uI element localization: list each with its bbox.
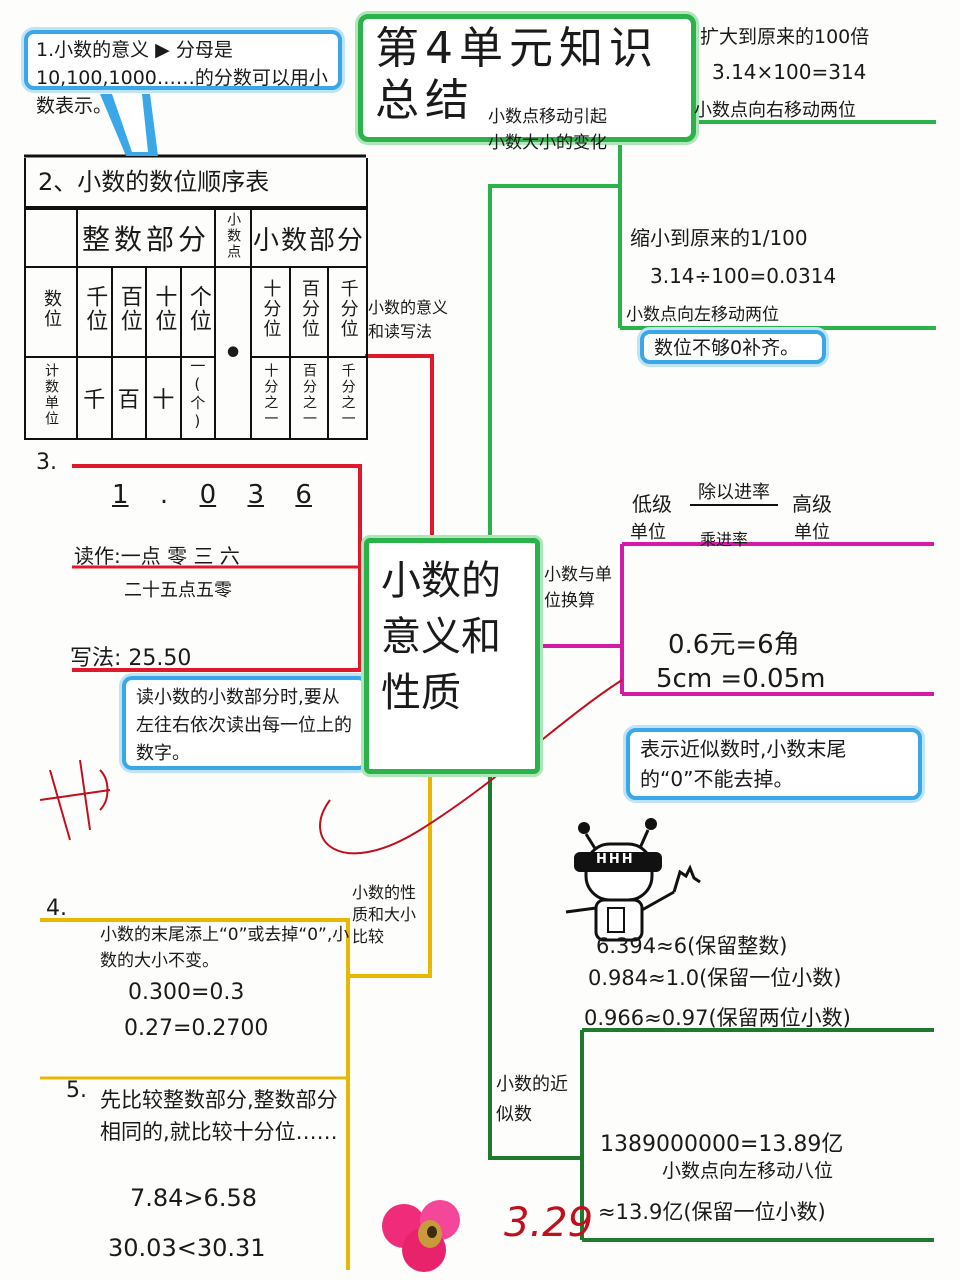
cell-thousandth-unit: 千分之一: [327, 356, 368, 440]
dec-part-header: 小数部分: [250, 208, 368, 268]
unit-eq-1: 0.6元=6角: [668, 630, 800, 660]
approx-note-text: 表示近似数时,小数末尾的“0”不能去掉。: [640, 737, 847, 791]
robot-illustration: [565, 818, 701, 942]
shrink-equation: 3.14÷100=0.0314: [650, 264, 837, 288]
cell-hundreds-place: 百位: [110, 266, 148, 358]
meaning-note-text: 1.小数的意义 ▶ 分母是10,100,1000……的分数可以用小数表示。: [36, 39, 328, 117]
point-header: 小数点: [214, 208, 253, 268]
cell-one-unit: 一(个): [179, 356, 217, 440]
section-4-text: 小数的末尾添上“0”或去掉“0”,小数的大小不变。: [100, 925, 350, 971]
cell-hundred-unit: 百: [110, 356, 148, 440]
shrink-label: 缩小到原来的1/100: [630, 226, 808, 250]
reading-tip-text: 读小数的小数部分时,要从左往右依次读出每一位上的数字。: [136, 687, 352, 764]
digit: 1: [112, 480, 129, 510]
robot-visor-text: HHH: [596, 852, 635, 867]
expand-equation: 3.14×100=314: [712, 60, 867, 84]
cell-ones-place: 个位: [179, 266, 217, 358]
table-grid: 整数部分 小数点 小数部分 数位 千位 百位 十位 个位 • 十分位 百分位 千…: [24, 208, 368, 440]
table-corner: [24, 208, 78, 268]
section-3-write: 写法: 25.50: [70, 646, 192, 671]
unit-eq-2: 5cm =0.05m: [656, 664, 826, 694]
unit-left: 单位: [630, 522, 666, 543]
approx-big-eq: 1389000000=13.89亿: [600, 1132, 844, 1157]
flower-sticker: [382, 1200, 460, 1272]
place-value-table: 2、小数的数位顺序表 整数部分 小数点 小数部分 数位 千位 百位 十位 个位 …: [24, 158, 368, 440]
cell-hundredths-place: 百分位: [288, 266, 330, 358]
center-topic: 小数的意义和性质: [364, 538, 540, 774]
approx-line-1: 6.394≈6(保留整数): [596, 934, 788, 958]
cell-decimal-point: •: [214, 266, 253, 440]
date-note: 3.29: [504, 1200, 594, 1246]
section-5-eq-1: 7.84>6.58: [130, 1184, 257, 1212]
expand-note: 小数点向右移动两位: [694, 100, 856, 121]
reading-tip-bubble: 读小数的小数部分时,要从左往右依次读出每一位上的数字。: [122, 676, 368, 770]
section-5-eq-2: 30.03<30.31: [108, 1234, 266, 1262]
approx-line-3: 0.966≈0.97(保留两位小数): [584, 1006, 851, 1030]
branch-label-property: 小数的性质和大小比较: [352, 883, 417, 946]
unit-high: 高级: [792, 492, 832, 516]
approx-round: ≈13.9亿(保留一位小数): [598, 1200, 826, 1224]
cell-hundredth-unit: 百分之一: [288, 356, 330, 440]
meaning-note: 1.小数的意义 ▶ 分母是10,100,1000……的分数可以用小数表示。: [24, 30, 342, 117]
digit: 0: [199, 480, 217, 510]
int-part-header: 整数部分: [75, 208, 217, 268]
digit: .: [159, 480, 169, 510]
fill-zero-text: 数位不够0补齐。: [654, 337, 800, 359]
branch-label-approx: 小数的近似数: [496, 1074, 568, 1125]
section-4-eq-2: 0.27=0.2700: [124, 1016, 269, 1041]
expand-label: 扩大到原来的100倍: [700, 26, 870, 48]
page-title: 第4单元知识总结: [375, 23, 659, 126]
unit-multiply: 乘进率: [700, 530, 749, 549]
section-3-number: 3.: [36, 450, 57, 475]
cell-thousand-unit: 千: [76, 356, 113, 440]
approx-big-note: 小数点向左移动八位: [662, 1160, 834, 1182]
branch-label-move: 小数点移动引起小数大小的变化: [488, 107, 607, 153]
unit-divide: 除以进率: [690, 478, 778, 506]
unit-low: 低级: [632, 492, 672, 516]
digit: 6: [295, 480, 312, 510]
cell-thousandths-place: 千分位: [327, 266, 368, 358]
cell-tenths-place: 十分位: [250, 266, 291, 358]
section-4-number: 4.: [46, 896, 67, 921]
digit: 3: [247, 480, 265, 510]
section-3-digits: 1 . 0 3 6: [112, 480, 312, 510]
center-topic-text: 小数的意义和性质: [381, 558, 501, 716]
section-5-text: 先比较整数部分,整数部分相同的,就比较十分位……: [100, 1088, 338, 1144]
row-label-position: 数位: [24, 266, 78, 358]
shrink-note: 小数点向左移动两位: [626, 305, 779, 325]
approx-note-bubble: 表示近似数时,小数末尾的“0”不能去掉。: [626, 728, 922, 800]
approx-line-2: 0.984≈1.0(保留一位小数): [588, 966, 842, 990]
fill-zero-bubble: 数位不够0补齐。: [640, 330, 826, 364]
cell-thousands-place: 千位: [76, 266, 113, 358]
unit-right: 单位: [794, 522, 830, 543]
cell-tens-place: 十位: [145, 266, 182, 358]
branch-label-unit: 小数与单位换算: [544, 565, 612, 611]
section-5-number: 5.: [66, 1078, 87, 1103]
section-3-read-2: 二十五点五零: [124, 580, 232, 601]
section-3-read: 读作:一点 零 三 六: [74, 544, 240, 568]
cell-tenth-unit: 十分之一: [250, 356, 291, 440]
page-title-box: 第4单元知识总结: [358, 14, 696, 142]
table-heading: 2、小数的数位顺序表: [24, 158, 368, 208]
cell-ten-unit: 十: [145, 356, 182, 440]
row-label-unit: 计数单位: [24, 356, 78, 440]
branch-label-meaning: 小数的意义和读写法: [368, 298, 449, 341]
section-4-eq-1: 0.300=0.3: [128, 980, 245, 1005]
